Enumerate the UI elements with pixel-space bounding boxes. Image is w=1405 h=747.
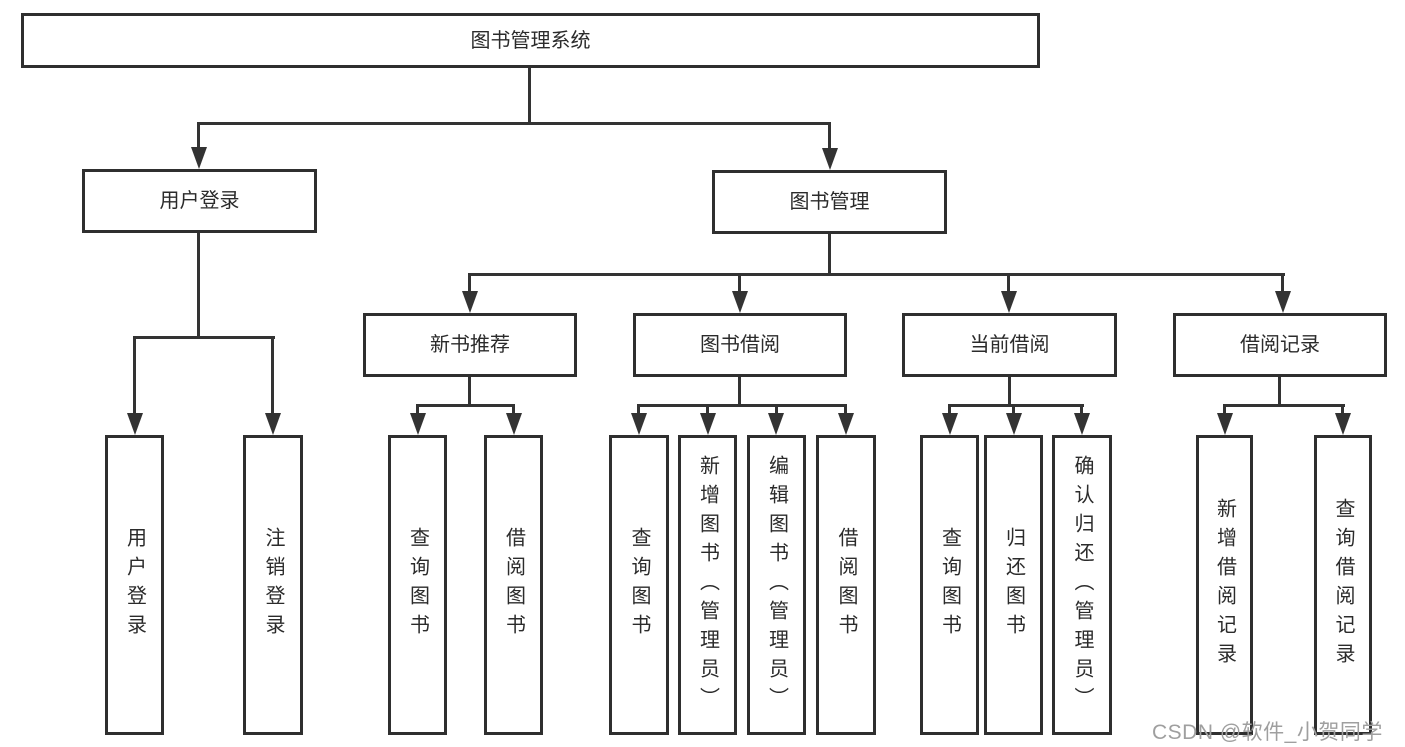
connector-line	[468, 377, 471, 407]
connector-line	[197, 125, 200, 150]
leaf-query-books-current-label: 查询图书	[938, 527, 961, 643]
leaf-query-borrow-record: 查询借阅记录	[1314, 435, 1372, 735]
connector-line	[197, 122, 831, 125]
node-new-book-recommend: 新书推荐	[363, 313, 577, 377]
connector-line	[948, 404, 1084, 407]
arrowhead-down-icon	[700, 413, 716, 435]
connector-line	[1223, 404, 1345, 407]
leaf-query-books-current: 查询图书	[920, 435, 979, 735]
arrowhead-down-icon	[942, 413, 958, 435]
connector-line	[828, 125, 831, 150]
leaf-add-book-admin-label: 新增图书（管理员）	[696, 454, 719, 716]
leaf-borrow-books-borrowing-label: 借阅图书	[835, 527, 857, 643]
connector-line	[1007, 276, 1010, 293]
connector-line	[1012, 407, 1015, 415]
connector-line	[948, 407, 951, 415]
watermark: CSDN @软件_小贺同学	[1152, 721, 1383, 744]
leaf-borrow-books-borrowing: 借阅图书	[816, 435, 876, 735]
leaf-borrow-books-recommend-label: 借阅图书	[502, 527, 525, 643]
arrowhead-down-icon	[631, 413, 647, 435]
node-user-login-label: 用户登录	[159, 190, 240, 212]
arrowhead-down-icon	[127, 413, 143, 435]
leaf-query-books-borrowing-label: 查询图书	[628, 527, 650, 643]
leaf-query-books-borrowing: 查询图书	[609, 435, 669, 735]
leaf-confirm-return-admin-label: 确认归还（管理员）	[1071, 454, 1093, 716]
arrowhead-down-icon	[822, 148, 838, 170]
node-root: 图书管理系统	[21, 13, 1040, 68]
leaf-edit-book-admin-label: 编辑图书（管理员）	[765, 454, 788, 716]
arrowhead-down-icon	[1217, 413, 1233, 435]
arrowhead-down-icon	[1006, 413, 1022, 435]
node-current-borrowing-label: 当前借阅	[969, 334, 1050, 356]
connector-line	[1223, 407, 1226, 415]
node-book-management-label: 图书管理	[789, 191, 870, 213]
arrowhead-down-icon	[838, 413, 854, 435]
connector-line	[738, 276, 741, 293]
arrowhead-down-icon	[732, 291, 748, 313]
leaf-query-books-recommend-label: 查询图书	[406, 527, 429, 643]
node-root-label: 图书管理系统	[470, 29, 591, 52]
node-user-login: 用户登录	[82, 169, 317, 233]
connector-line	[706, 407, 709, 415]
connector-line	[468, 273, 1285, 276]
node-new-book-recommend-label: 新书推荐	[430, 334, 510, 356]
connector-line	[637, 404, 847, 407]
connector-line	[197, 233, 200, 339]
leaf-add-book-admin: 新增图书（管理员）	[678, 435, 737, 735]
connector-line	[1080, 407, 1083, 415]
leaf-confirm-return-admin: 确认归还（管理员）	[1052, 435, 1112, 735]
node-current-borrowing: 当前借阅	[902, 313, 1117, 377]
leaf-user-login-label: 用户登录	[123, 527, 146, 643]
arrowhead-down-icon	[1001, 291, 1017, 313]
leaf-logout: 注销登录	[243, 435, 303, 735]
leaf-add-borrow-record: 新增借阅记录	[1196, 435, 1253, 735]
leaf-query-borrow-record-label: 查询借阅记录	[1332, 498, 1354, 672]
node-book-borrowing: 图书借阅	[633, 313, 847, 377]
connector-line	[828, 234, 831, 276]
arrowhead-down-icon	[1335, 413, 1351, 435]
arrowhead-down-icon	[768, 413, 784, 435]
leaf-return-book-label: 归还图书	[1002, 527, 1025, 643]
connector-line	[271, 339, 274, 415]
connector-line	[416, 407, 419, 415]
arrowhead-down-icon	[506, 413, 522, 435]
connector-line	[133, 339, 136, 415]
connector-line	[1278, 377, 1281, 407]
connector-line	[133, 336, 275, 339]
leaf-user-login: 用户登录	[105, 435, 164, 735]
connector-line	[1008, 377, 1011, 407]
connector-line	[637, 407, 640, 415]
connector-line	[528, 68, 531, 125]
connector-line	[512, 407, 515, 415]
leaf-edit-book-admin: 编辑图书（管理员）	[747, 435, 806, 735]
leaf-add-borrow-record-label: 新增借阅记录	[1213, 498, 1236, 672]
arrowhead-down-icon	[1275, 291, 1291, 313]
arrowhead-down-icon	[265, 413, 281, 435]
node-borrowing-records: 借阅记录	[1173, 313, 1387, 377]
connector-line	[1281, 276, 1284, 293]
arrowhead-down-icon	[410, 413, 426, 435]
arrowhead-down-icon	[1074, 413, 1090, 435]
connector-line	[775, 407, 778, 415]
connector-line	[1341, 407, 1344, 415]
connector-line	[468, 276, 471, 293]
leaf-return-book: 归还图书	[984, 435, 1043, 735]
leaf-borrow-books-recommend: 借阅图书	[484, 435, 543, 735]
arrowhead-down-icon	[191, 147, 207, 169]
node-book-management: 图书管理	[712, 170, 947, 234]
connector-line	[844, 407, 847, 415]
node-borrowing-records-label: 借阅记录	[1240, 334, 1320, 356]
node-book-borrowing-label: 图书借阅	[700, 334, 780, 356]
leaf-logout-label: 注销登录	[262, 527, 284, 643]
connector-line	[416, 404, 515, 407]
connector-line	[738, 377, 741, 407]
leaf-query-books-recommend: 查询图书	[388, 435, 447, 735]
arrowhead-down-icon	[462, 291, 478, 313]
